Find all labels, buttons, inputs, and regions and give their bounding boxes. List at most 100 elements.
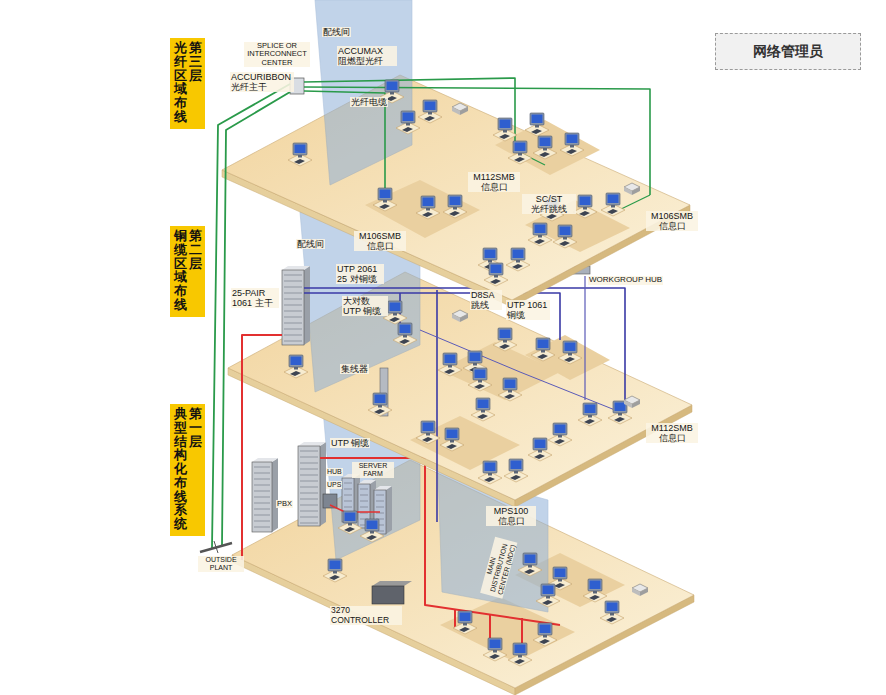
computer-icon	[443, 206, 467, 218]
computer-icon	[514, 471, 518, 474]
computer-icon	[534, 239, 545, 244]
computer-icon	[284, 366, 308, 378]
computer-icon	[484, 274, 508, 286]
computer-icon	[508, 643, 532, 666]
callout-label: UTP 1061 铜缆	[506, 300, 550, 320]
equipment-rack	[344, 495, 352, 496]
computer-icon	[446, 444, 457, 449]
label-anchor: ACCURIBBON 光纤主干	[230, 72, 294, 92]
computer-icon	[458, 611, 472, 623]
computer-icon	[478, 380, 482, 383]
computer-icon	[564, 357, 575, 362]
computer-icon	[530, 113, 544, 125]
computer-icon	[537, 354, 548, 359]
computer-icon	[293, 143, 307, 155]
computer-icon	[329, 575, 340, 580]
printer-icon	[624, 400, 632, 408]
equipment-rack	[300, 493, 318, 494]
computer-icon	[560, 227, 571, 236]
computer-icon	[453, 207, 457, 210]
computer-icon	[531, 349, 555, 361]
label-anchor: 光纤电缆	[350, 97, 388, 107]
callout-label: UPS	[326, 481, 342, 489]
computer-icon	[610, 613, 614, 616]
computer-icon	[590, 581, 601, 590]
equipment-rack	[254, 509, 270, 510]
computer-icon	[493, 129, 517, 141]
equipment-rack	[254, 497, 270, 498]
computer-icon	[498, 389, 522, 401]
equipment-rack	[254, 485, 270, 486]
computer-icon	[531, 338, 555, 361]
equipment-rack	[282, 270, 304, 345]
computer-icon	[578, 195, 592, 207]
computer-icon	[608, 195, 619, 204]
computer-icon	[533, 623, 557, 646]
computer-icon	[298, 155, 302, 158]
computer-icon	[488, 260, 492, 263]
computer-icon	[484, 477, 495, 482]
computer-icon	[567, 135, 578, 144]
computer-icon	[284, 355, 308, 378]
computer-icon	[504, 394, 515, 399]
label-anchor: OUTSIDE PLANT	[198, 556, 244, 572]
desk-cluster	[525, 335, 610, 380]
desk-cluster	[440, 597, 575, 662]
computer-icon	[485, 250, 496, 259]
node-text: 第二层	[189, 230, 202, 271]
computer-icon	[560, 133, 584, 156]
equipment-rack	[300, 505, 318, 506]
computer-icon	[535, 440, 546, 449]
equipment-rack	[254, 503, 270, 504]
fiber-backbone	[212, 84, 290, 548]
computer-icon	[288, 143, 312, 166]
computer-icon	[378, 405, 382, 408]
computer-icon	[583, 590, 607, 602]
fiber-backbone	[222, 92, 290, 546]
computer-icon	[536, 595, 560, 607]
computer-icon	[548, 423, 572, 446]
computer-icon	[600, 612, 624, 624]
label-anchor: MPS100 信息口	[486, 506, 536, 526]
computer-icon	[481, 410, 485, 413]
computer-icon	[393, 313, 397, 316]
desk-cluster	[365, 180, 480, 238]
computer-icon	[493, 650, 497, 653]
computer-icon	[533, 634, 557, 646]
computer-icon	[503, 340, 507, 343]
computer-icon	[396, 122, 420, 134]
computer-icon	[515, 143, 526, 152]
equipment-rack	[300, 511, 318, 512]
computer-icon	[493, 339, 517, 351]
computer-icon	[367, 521, 378, 530]
computer-icon	[396, 111, 420, 134]
computer-icon	[425, 102, 436, 111]
callout-label: WORKGROUP HUB	[588, 276, 663, 285]
rack-side	[386, 486, 392, 534]
computer-icon	[416, 196, 440, 219]
computer-icon	[548, 434, 572, 446]
equipment-rack	[300, 523, 318, 524]
computer-icon	[535, 125, 539, 128]
computer-icon	[509, 459, 523, 471]
computer-icon	[424, 116, 435, 121]
computer-icon	[543, 148, 547, 151]
third-floor	[222, 0, 690, 307]
computer-icon	[390, 303, 401, 312]
computer-icon	[518, 153, 522, 156]
computer-icon	[373, 393, 387, 405]
label-anchor: M112SMB 信息口	[646, 423, 698, 443]
callout-label: UTP 2061 25 对铜缆	[336, 264, 384, 284]
equipment-rack	[252, 458, 278, 532]
computer-icon	[558, 579, 562, 582]
computer-icon	[553, 567, 567, 579]
computer-icon	[423, 198, 434, 207]
computer-icon	[378, 188, 392, 200]
computer-icon	[449, 211, 460, 216]
computer-icon	[473, 363, 477, 366]
computer-icon	[540, 138, 551, 147]
computer-icon	[440, 428, 464, 451]
computer-icon	[383, 200, 387, 203]
callout-label: M112SMB 信息口	[468, 172, 520, 192]
